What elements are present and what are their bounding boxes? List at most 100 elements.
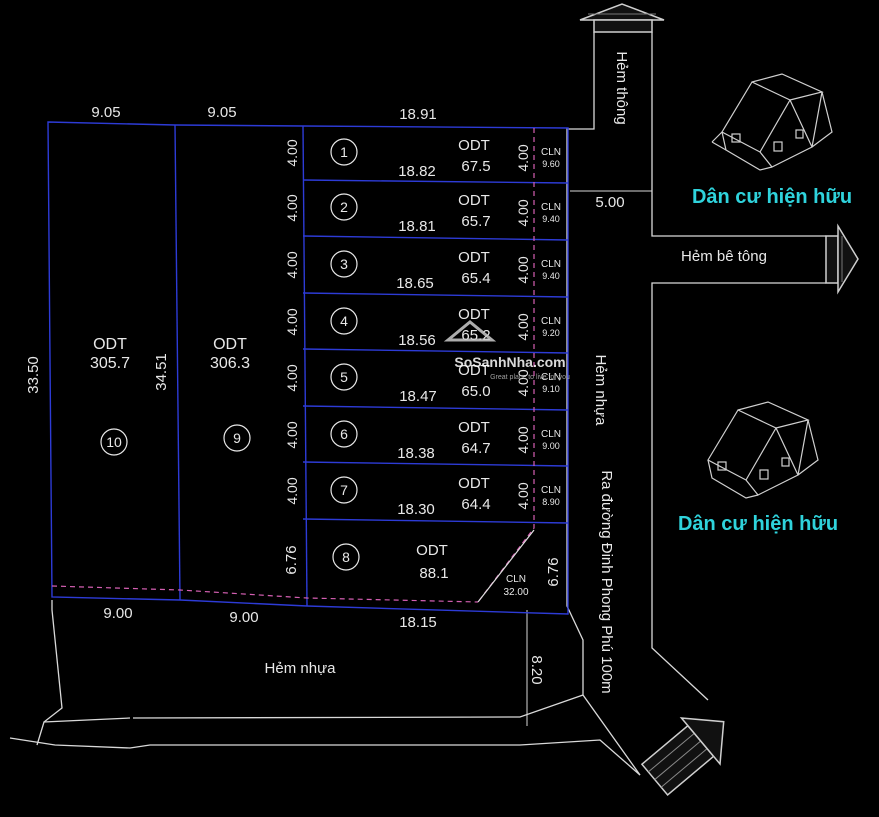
lot-1-cln-label: CLN: [541, 147, 561, 158]
lot-4-right-width-dim: 4.00: [515, 313, 531, 340]
alley-right-edge: [651, 32, 826, 701]
lot-2-number-circle: [330, 193, 358, 221]
lot-9-number-circle: [223, 424, 251, 452]
lot-5-right-width-dim: 4.00: [515, 369, 531, 396]
lot-7-number-circle: [330, 476, 358, 504]
lot-1-area: 67.5: [461, 158, 490, 175]
lot-7-cln-area: 8.90: [542, 497, 560, 507]
lot-3-number: 3: [340, 256, 348, 272]
road-arrow-east-icon: [825, 223, 859, 295]
lot-5-use: ODT: [458, 362, 490, 379]
lot-1-length-dim: 18.82: [398, 163, 436, 180]
lot-4-number: 4: [340, 313, 348, 329]
road-arrow-southeast-icon: [640, 717, 725, 796]
lot-7-right-width-dim: 4.00: [515, 482, 531, 509]
top-dim-1: 9.05: [91, 104, 120, 121]
lot-1-use: ODT: [458, 137, 490, 154]
lot-10-area: 305.7: [90, 355, 130, 372]
lot-3-length-dim: 18.65: [396, 275, 434, 292]
house-sketch-icon: [711, 73, 833, 171]
lot-6-number: 6: [340, 426, 348, 442]
lot-3-number-circle: [330, 250, 358, 278]
top-dim-2: 9.05: [207, 104, 236, 121]
lot-1-width-dim: 4.00: [284, 139, 300, 166]
bottom-dim-2: 9.00: [229, 609, 258, 626]
north-arrow-icon: [579, 3, 665, 33]
lot-1-cln-area: 9.60: [542, 159, 560, 169]
lot-2-length-dim: 18.81: [398, 218, 436, 235]
watermark-brand: SoSanhNha.com: [454, 354, 565, 370]
lot-3-area: 65.4: [461, 270, 490, 287]
lot-10-use: ODT: [93, 336, 127, 353]
lot-3-cln-label: CLN: [541, 259, 561, 270]
ra-duong-label: Ra đường Đinh Phong Phú 100m: [598, 470, 615, 693]
lot8-right-dim: 6.76: [545, 557, 562, 586]
lot-2-cln-area: 9.40: [542, 214, 560, 224]
bottom-dim-1: 9.00: [103, 605, 132, 622]
lot-7-use: ODT: [458, 475, 490, 492]
lot-5-cln-area: 9.10: [542, 384, 560, 394]
bottom-road-lower-edge: [9, 737, 641, 776]
lot-7-number: 7: [340, 482, 348, 498]
watermark-house-icon: [443, 320, 497, 342]
hem-nhua-bottom-label: Hẻm nhựa: [265, 660, 337, 677]
lot-5-cln-label: CLN: [541, 372, 561, 383]
lot-6-cln-label: CLN: [541, 429, 561, 440]
neighbor-top-label: Dân cư hiện hữu: [692, 186, 852, 208]
lot-8-use: ODT: [416, 542, 448, 559]
lot-1-right-width-dim: 4.00: [515, 144, 531, 171]
lot-3-right-width-dim: 4.00: [515, 256, 531, 283]
lot-3-width-dim: 4.00: [284, 251, 300, 278]
bottom-road-upper-edge: [43, 600, 584, 723]
lot-2-width-dim: 4.00: [284, 194, 300, 221]
lot-6-right-width-dim: 4.00: [515, 426, 531, 453]
neighbor-bottom-label: Dân cư hiện hữu: [678, 513, 838, 535]
lot-2-right-width-dim: 4.00: [515, 199, 531, 226]
top-dim-3: 18.91: [399, 106, 437, 123]
lot-6-area: 64.7: [461, 440, 490, 457]
lot-boundaries: [47, 121, 569, 615]
left-outer-dim: 33.50: [25, 356, 42, 394]
lot-1-number: 1: [340, 144, 348, 160]
lot-6-number-circle: [330, 420, 358, 448]
hem-nhua-right-label: Hẻm nhựa: [592, 355, 609, 427]
lot-2-number: 2: [340, 199, 348, 215]
lot-8-cln-boundary: [477, 529, 535, 603]
watermark: SoSanhNha.com Great place to live for yo…: [443, 320, 570, 381]
site-outline: [47, 121, 569, 615]
lot-4-use: ODT: [458, 306, 490, 323]
alley-width-dim: 5.00: [595, 194, 624, 211]
road-outlines: [9, 32, 826, 776]
lot8-left-dim: 6.76: [283, 545, 300, 574]
lot-8-cln-label: CLN: [506, 574, 526, 585]
lot-9-number: 9: [233, 430, 241, 446]
lot-2-cln-label: CLN: [541, 202, 561, 213]
lot-7-length-dim: 18.30: [397, 501, 435, 518]
lot-5-length-dim: 18.47: [399, 388, 437, 405]
lot-5-number: 5: [340, 369, 348, 385]
lot-9-use: ODT: [213, 336, 247, 353]
lot-7-width-dim: 4.00: [284, 477, 300, 504]
lot-7-cln-label: CLN: [541, 485, 561, 496]
lot-10-9-divider: [174, 124, 181, 601]
lot-1-number-circle: [330, 138, 358, 166]
lot-4-number-circle: [330, 307, 358, 335]
lot-6-width-dim: 4.00: [284, 421, 300, 448]
lot-9-strip-divider: [302, 125, 308, 607]
lot-4-width-dim: 4.00: [284, 308, 300, 335]
left-inner-dim: 34.51: [153, 353, 170, 391]
lot-3-use: ODT: [458, 249, 490, 266]
lot-6-cln-area: 9.00: [542, 441, 560, 451]
lot-6-length-dim: 18.38: [397, 445, 435, 462]
watermark-tagline: Great place to live for you: [490, 374, 570, 381]
lot-8-number-circle: [332, 543, 360, 571]
lot-10-number: 10: [106, 434, 122, 450]
hem-be-tong-label: Hẻm bê tông: [681, 248, 767, 265]
lot-2-area: 65.7: [461, 213, 490, 230]
lot-4-cln-label: CLN: [541, 316, 561, 327]
lot-5-width-dim: 4.00: [284, 364, 300, 391]
lot-7-area: 64.4: [461, 496, 490, 513]
lot-4-length-dim: 18.56: [398, 332, 436, 349]
road-gap-dim: 8.20: [528, 655, 545, 684]
